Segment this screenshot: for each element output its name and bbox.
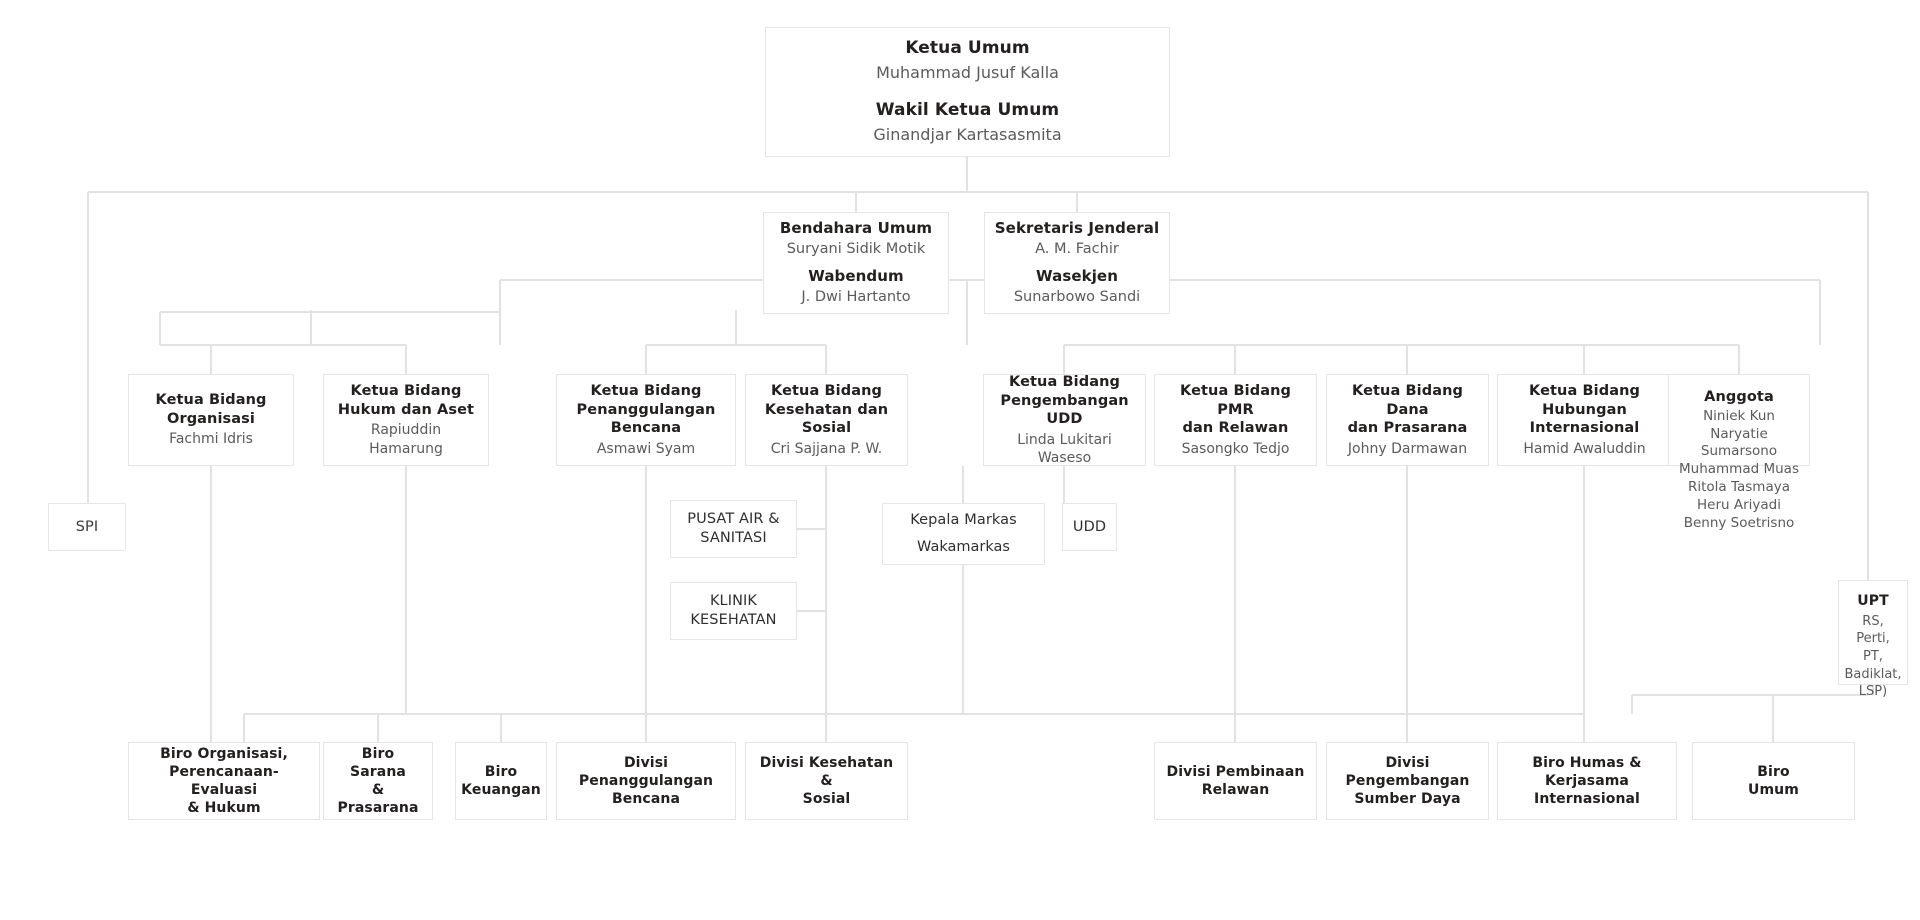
bureau-label: Biro Humas & Kerjasama Internasional bbox=[1532, 754, 1642, 808]
bureau-label: Divisi Pembinaan Relawan bbox=[1166, 763, 1305, 798]
division-title: Ketua Bidang Hukum dan Aset bbox=[337, 383, 475, 418]
wasekjen-role: Wasekjen bbox=[1035, 266, 1118, 285]
node-ketua-bidang-hukum-dan-aset[interactable]: Ketua Bidang Hukum dan Aset Rapiuddin Ha… bbox=[323, 374, 489, 466]
node-pusat-air-sanitasi[interactable]: PUSAT AIR & SANITASI bbox=[670, 500, 797, 558]
bureau-label: Biro Organisasi, Perencanaan-Evaluasi & … bbox=[160, 745, 288, 817]
node-anggota[interactable]: Anggota Niniek Kun Naryatie Sumarsono Mu… bbox=[1668, 374, 1810, 531]
node-divisi-penanggulangan-bencana[interactable]: Divisi Penanggulangan Bencana bbox=[556, 742, 736, 820]
node-divisi-pengembangan-sumber-daya[interactable]: Divisi Pengembangan Sumber Daya bbox=[1326, 742, 1489, 820]
division-name: Linda Lukitari Waseso bbox=[1017, 431, 1112, 466]
node-ketua-bidang-kesehatan-dan-sosial[interactable]: Ketua Bidang Kesehatan dan Sosial Cri Sa… bbox=[745, 374, 908, 466]
node-udd[interactable]: UDD bbox=[1062, 503, 1117, 551]
division-name: Rapiuddin Hamarung bbox=[369, 422, 443, 457]
ketua-umum-role: Ketua Umum bbox=[905, 38, 1030, 59]
node-upt[interactable]: UPT RS, Perti, PT, Badiklat, LSP) bbox=[1838, 580, 1908, 699]
upt-title: UPT bbox=[1857, 593, 1889, 609]
node-biro-humas-kerjasama-internasional[interactable]: Biro Humas & Kerjasama Internasional bbox=[1497, 742, 1677, 820]
bendahara-umum-role: Bendahara Umum bbox=[779, 219, 933, 237]
division-title: Ketua Bidang Kesehatan dan Sosial bbox=[764, 383, 889, 437]
wakil-ketua-umum-role: Wakil Ketua Umum bbox=[875, 100, 1060, 120]
anggota-names: Niniek Kun Naryatie Sumarsono Muhammad M… bbox=[1679, 407, 1799, 532]
node-ketua-bidang-hubungan-internasional[interactable]: Ketua Bidang Hubungan Internasional Hami… bbox=[1497, 374, 1672, 466]
bureau-label: Biro Keuangan bbox=[461, 763, 541, 798]
bureau-label: Divisi Kesehatan & Sosial bbox=[759, 754, 894, 808]
wakamarkas-label: Wakamarkas bbox=[917, 539, 1010, 556]
node-biro-organisasi[interactable]: Biro Organisasi, Perencanaan-Evaluasi & … bbox=[128, 742, 320, 820]
node-ketua-bidang-penanggulangan-bencana[interactable]: Ketua Bidang Penanggulangan Bencana Asma… bbox=[556, 374, 736, 466]
bureau-label: Divisi Pengembangan Sumber Daya bbox=[1345, 754, 1470, 808]
division-title: Ketua Bidang Pengembangan UDD bbox=[1000, 374, 1129, 428]
division-name: Johny Darmawan bbox=[1347, 440, 1468, 457]
node-sekretaris-jenderal[interactable]: Sekretaris Jenderal A. M. Fachir Wasekje… bbox=[984, 212, 1170, 314]
node-ketua-bidang-organisasi[interactable]: Ketua Bidang Organisasi Fachmi Idris bbox=[128, 374, 294, 466]
wasekjen-name: Sunarbowo Sandi bbox=[1013, 289, 1141, 306]
node-ketua-bidang-dana-dan-prasarana[interactable]: Ketua Bidang Dana dan Prasarana Johny Da… bbox=[1326, 374, 1489, 466]
node-klinik-kesehatan[interactable]: KLINIK KESEHATAN bbox=[670, 582, 797, 640]
wakil-ketua-umum-name: Ginandjar Kartasasmita bbox=[873, 124, 1062, 144]
division-title: Ketua Bidang PMR dan Relawan bbox=[1180, 383, 1291, 437]
node-spi[interactable]: SPI bbox=[48, 503, 126, 551]
node-divisi-kesehatan-sosial[interactable]: Divisi Kesehatan & Sosial bbox=[745, 742, 908, 820]
division-name: Asmawi Syam bbox=[596, 440, 696, 457]
anggota-title: Anggota bbox=[1704, 389, 1774, 405]
division-name: Sasongko Tedjo bbox=[1181, 440, 1290, 457]
udd-label: UDD bbox=[1072, 518, 1107, 535]
node-biro-umum[interactable]: Biro Umum bbox=[1692, 742, 1855, 820]
division-title: Ketua Bidang Hubungan Internasional bbox=[1529, 383, 1640, 437]
division-title: Ketua Bidang Organisasi bbox=[155, 392, 267, 427]
node-kepala-markas[interactable]: Kepala Markas Wakamarkas bbox=[882, 503, 1045, 565]
bureau-label: Biro Sarana & Prasarana bbox=[337, 745, 419, 817]
bureau-label: Divisi Penanggulangan Bencana bbox=[578, 754, 714, 808]
node-bendahara-umum[interactable]: Bendahara Umum Suryani Sidik Motik Waben… bbox=[763, 212, 949, 314]
wabendum-role: Wabendum bbox=[808, 266, 904, 285]
division-title: Ketua Bidang Dana dan Prasarana bbox=[1347, 383, 1468, 437]
node-ketua-bidang-pmr-dan-relawan[interactable]: Ketua Bidang PMR dan Relawan Sasongko Te… bbox=[1154, 374, 1317, 466]
klinik-label: KLINIK KESEHATAN bbox=[690, 593, 777, 628]
spi-label: SPI bbox=[75, 518, 99, 535]
ketua-umum-name: Muhammad Jusuf Kalla bbox=[876, 63, 1059, 83]
wabendum-name: J. Dwi Hartanto bbox=[801, 289, 911, 306]
bureau-label: Biro Umum bbox=[1748, 763, 1799, 798]
node-divisi-pembinaan-relawan[interactable]: Divisi Pembinaan Relawan bbox=[1154, 742, 1317, 820]
pusat-air-label: PUSAT AIR & SANITASI bbox=[687, 511, 780, 546]
bendahara-umum-name: Suryani Sidik Motik bbox=[786, 241, 926, 258]
kepala-markas-label: Kepala Markas bbox=[910, 511, 1017, 528]
division-name: Hamid Awaluddin bbox=[1523, 440, 1646, 457]
sekretaris-jenderal-name: A. M. Fachir bbox=[1035, 241, 1119, 258]
sekretaris-jenderal-role: Sekretaris Jenderal bbox=[994, 219, 1160, 237]
upt-subtitle: RS, Perti, PT, Badiklat, LSP) bbox=[1844, 613, 1902, 700]
node-biro-sarana-prasarana[interactable]: Biro Sarana & Prasarana bbox=[323, 742, 433, 820]
division-title: Ketua Bidang Penanggulangan Bencana bbox=[576, 383, 716, 437]
division-name: Cri Sajjana P. W. bbox=[770, 440, 883, 457]
node-ketua-umum[interactable]: Ketua Umum Muhammad Jusuf Kalla Wakil Ke… bbox=[765, 27, 1170, 157]
division-name: Fachmi Idris bbox=[169, 431, 253, 448]
node-ketua-bidang-pengembangan-udd[interactable]: Ketua Bidang Pengembangan UDD Linda Luki… bbox=[983, 374, 1146, 466]
node-biro-keuangan[interactable]: Biro Keuangan bbox=[455, 742, 547, 820]
